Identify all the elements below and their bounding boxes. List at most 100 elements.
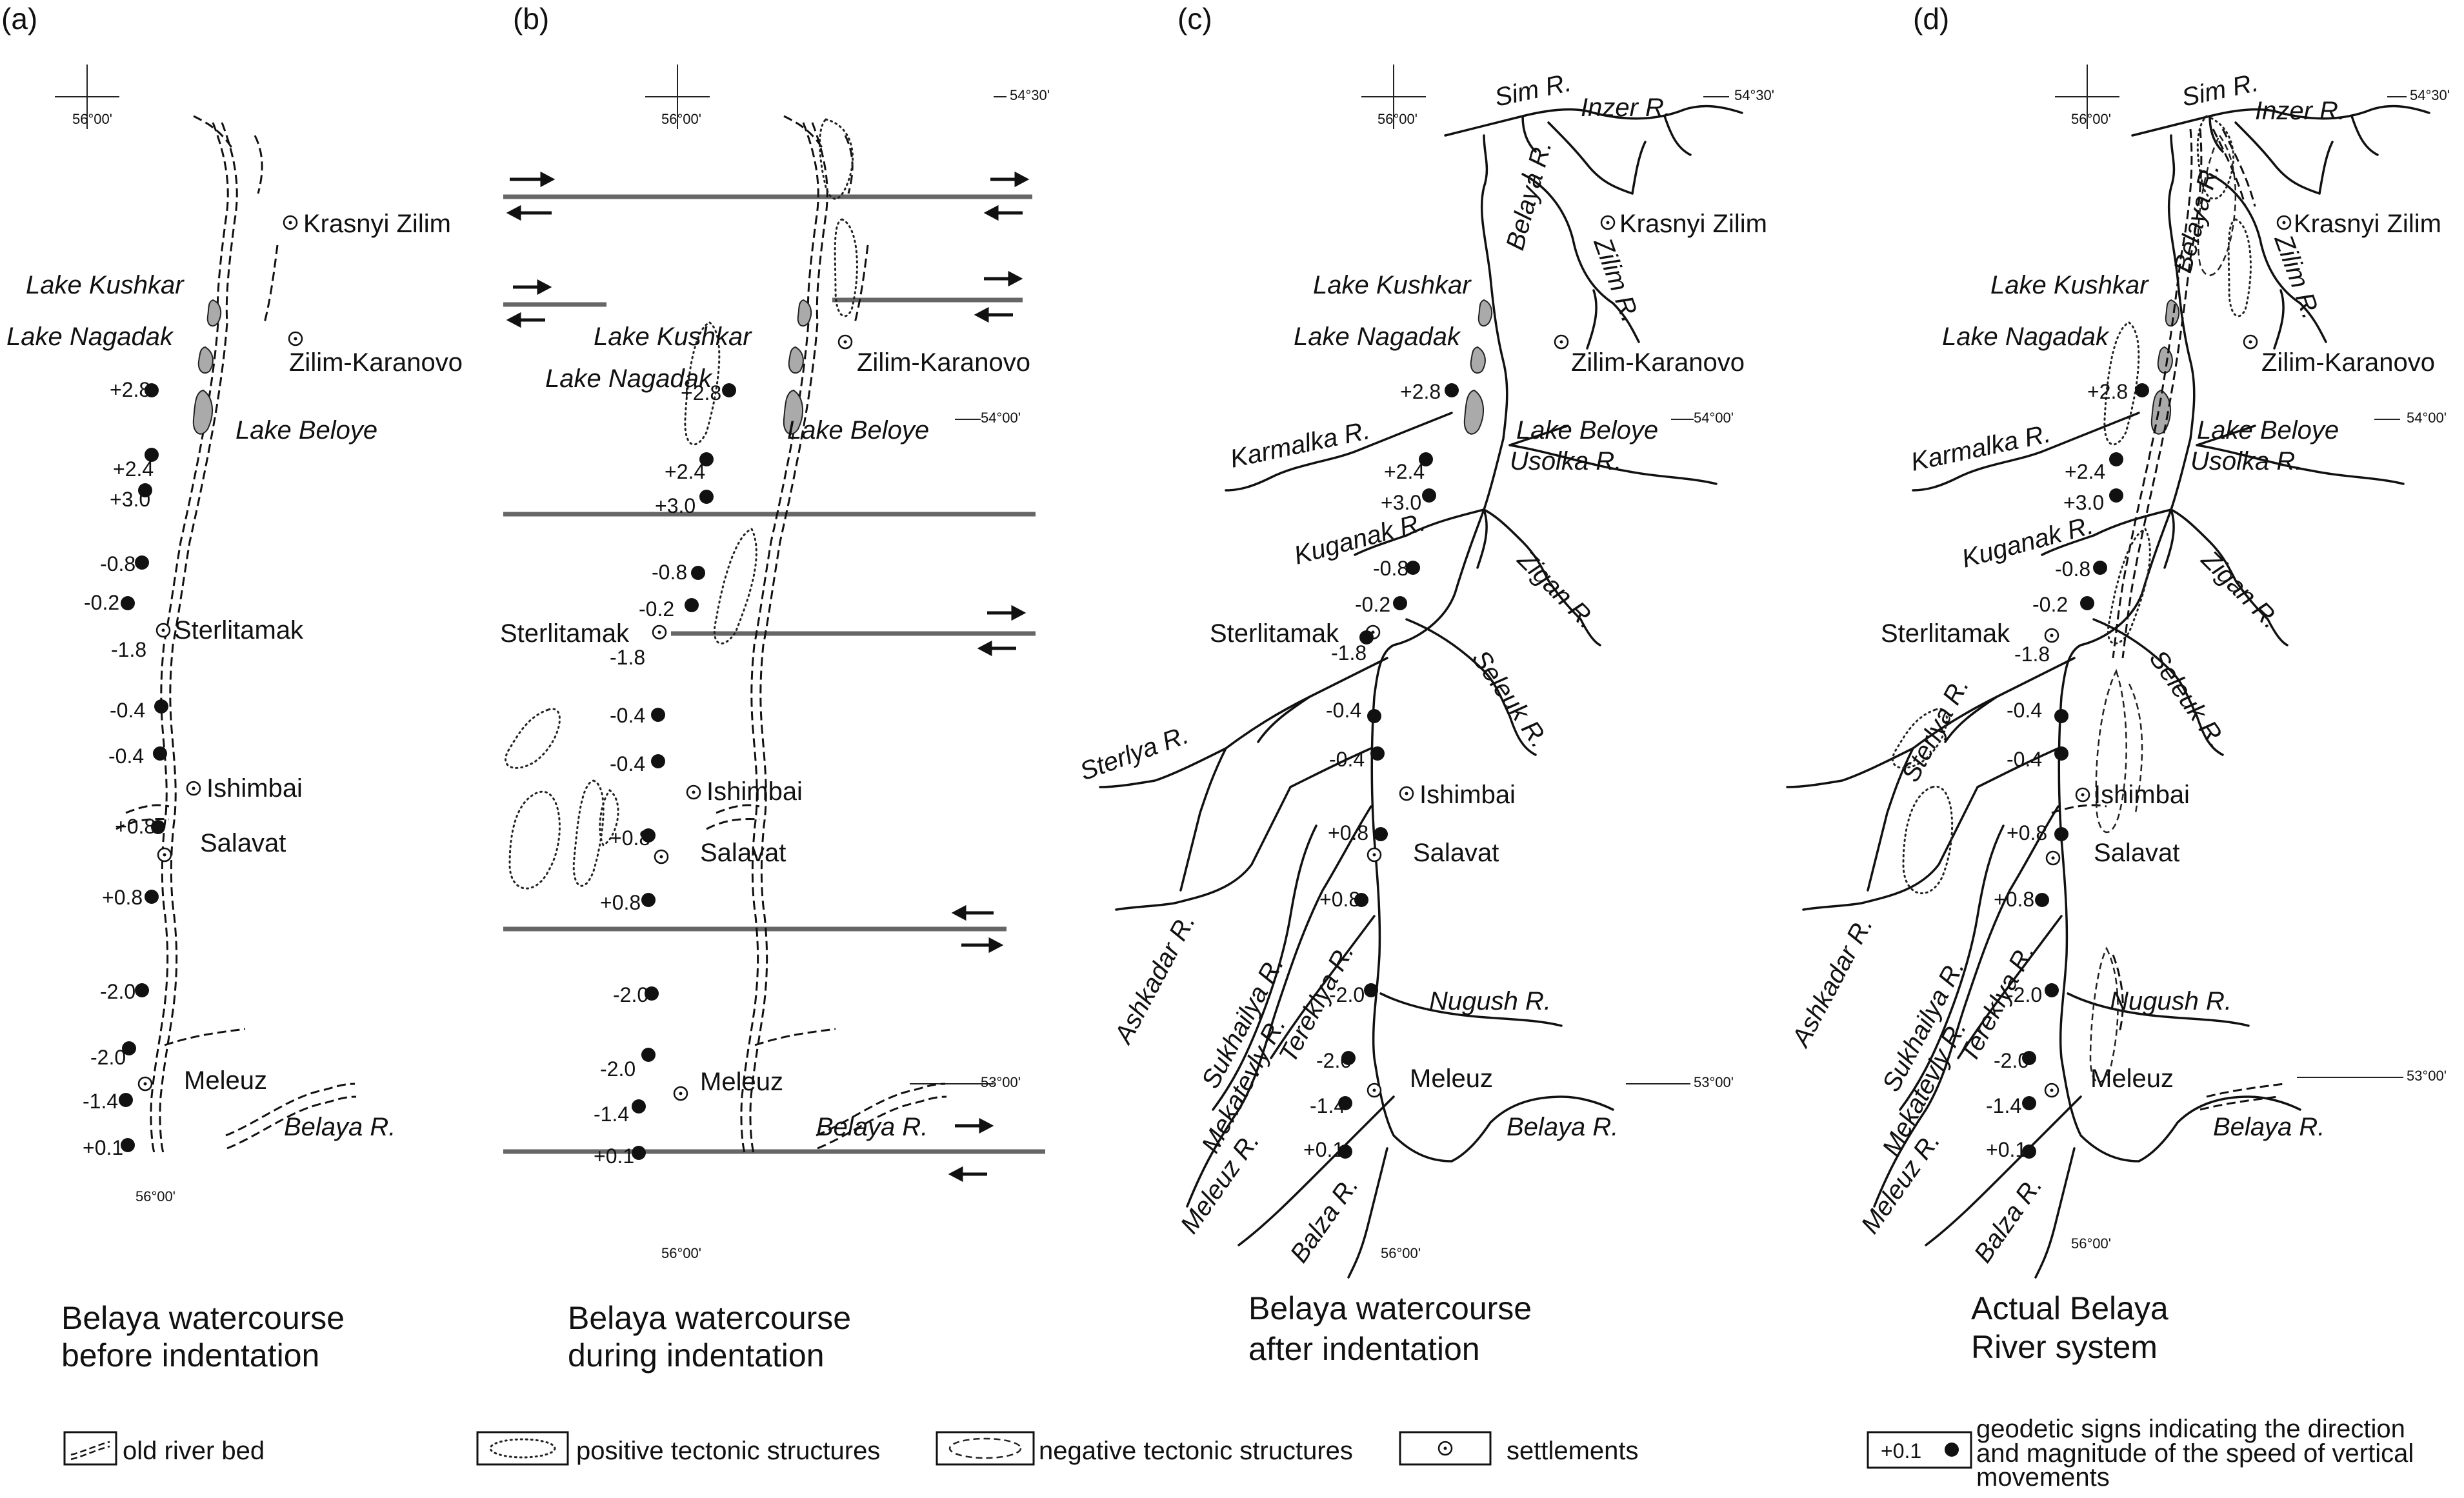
- svg-text:-2.0: -2.0: [1316, 1049, 1352, 1072]
- panel-d: (d) 56°00' 56°00' 54°30' 54°00' 53°00': [1786, 2, 2450, 1365]
- caption-b-line2: during indentation: [568, 1337, 825, 1373]
- settlement-marker: [1600, 215, 1616, 230]
- lake-beloye-label: Lake Beloye: [235, 416, 377, 444]
- settlement-marker: [837, 334, 853, 350]
- lat-label-b-bottom: 53°00': [981, 1074, 1021, 1090]
- settlement-marker: [2044, 1083, 2059, 1098]
- caption-b-line1: Belaya watercourse: [568, 1300, 851, 1336]
- svg-text:-1.4: -1.4: [594, 1103, 629, 1126]
- svg-text:-1.8: -1.8: [2014, 643, 2050, 666]
- lake-nagadak-label: Lake Nagadak: [545, 365, 713, 393]
- river-karmalka-label: Karmalka R.: [1228, 416, 1372, 474]
- river-belaya-label: Belaya R.: [2169, 160, 2225, 275]
- river-sterlya-label: Sterlya R.: [1076, 721, 1192, 786]
- svg-text:+0.8: +0.8: [102, 886, 143, 909]
- river-inzer-label: Inzer R.: [1581, 94, 1671, 122]
- svg-text:-0.8: -0.8: [2055, 557, 2090, 581]
- settlement-marker: [2276, 215, 2292, 230]
- legend-geodetic-sample: +0.1: [1881, 1439, 1921, 1463]
- svg-text:+3.0: +3.0: [110, 488, 150, 511]
- geodetic-signs-c: +2.8 +2.4 +3.0 -0.8 -0.2 -1.8 -0.4 -0.4 …: [1303, 380, 1459, 1161]
- settlement-salavat: Salavat: [2094, 839, 2179, 867]
- svg-text:+2.8: +2.8: [1400, 380, 1441, 403]
- river-sim-label: Sim R.: [2179, 68, 2261, 112]
- svg-text:-0.4: -0.4: [610, 752, 645, 775]
- river-usolka-label: Usolka R.: [2190, 447, 2302, 475]
- panel-a: (a) 56°00' 56°00' Krasnyi Zilim Zilim-Ka…: [1, 2, 463, 1373]
- svg-text:-0.4: -0.4: [1326, 699, 1361, 722]
- settlement-sterlitamak: Sterlitamak: [174, 616, 304, 644]
- svg-text:-2.0: -2.0: [2007, 983, 2042, 1006]
- lat-label-d-bottom: 53°00': [2407, 1068, 2447, 1084]
- legend-geodetic-line3: movements: [1976, 1463, 2110, 1492]
- svg-text:-0.4: -0.4: [1329, 748, 1365, 771]
- svg-text:-2.0: -2.0: [100, 980, 135, 1003]
- settlement-ishimbai: Ishimbai: [1419, 781, 1516, 809]
- movement-arrows-b: [506, 171, 1030, 1183]
- settlement-marker: [654, 849, 669, 864]
- settlement-meleuz: Meleuz: [700, 1068, 783, 1096]
- svg-text:-1.4: -1.4: [83, 1090, 118, 1113]
- svg-text:-1.8: -1.8: [1331, 641, 1367, 664]
- panel-label-c: (c): [1177, 2, 1212, 35]
- settlement-salavat: Salavat: [1413, 839, 1499, 867]
- svg-text:-2.0: -2.0: [613, 983, 648, 1006]
- svg-text:-1.4: -1.4: [1986, 1094, 2021, 1117]
- svg-text:-0.4: -0.4: [610, 704, 645, 727]
- legend: old river bed positive tectonic structur…: [63, 1415, 2414, 1492]
- svg-text:+0.8: +0.8: [1994, 888, 2034, 911]
- settlement-marker: [686, 784, 701, 800]
- settlement-marker: [1554, 334, 1569, 350]
- legend-geodetic-line1: geodetic signs indicating the direction: [1976, 1415, 2405, 1443]
- caption-c-line1: Belaya watercourse: [1248, 1290, 1532, 1326]
- river-zigan-label: Zigan R.: [1512, 545, 1601, 635]
- settlement-ishimbai: Ishimbai: [706, 777, 803, 806]
- river-belaya-label-lower: Belaya R.: [2213, 1113, 2325, 1141]
- settlement-ishimbai: Ishimbai: [2094, 781, 2190, 809]
- settlement-meleuz: Meleuz: [2090, 1064, 2174, 1093]
- river-ashkadar-label: Ashkadar R.: [1786, 912, 1878, 1052]
- svg-text:+3.0: +3.0: [2063, 491, 2104, 514]
- river-nugush-label: Nugush R.: [2110, 987, 2232, 1015]
- negative-structures-d: [2089, 134, 2237, 1083]
- svg-text:-0.4: -0.4: [110, 699, 145, 722]
- settlement-zilim-karanovo: Zilim-Karanovo: [289, 348, 463, 377]
- lake-kushkar-label: Lake Kushkar: [26, 271, 185, 299]
- settlement-salavat: Salavat: [200, 829, 286, 857]
- lake-beloye-label: Lake Beloye: [1516, 416, 1658, 444]
- lon-label-d-top: 56°00': [2071, 111, 2111, 127]
- lakes-d: [2150, 299, 2180, 435]
- settlement-marker: [288, 331, 303, 346]
- svg-text:-0.2: -0.2: [84, 591, 119, 614]
- svg-text:+0.1: +0.1: [1303, 1138, 1344, 1161]
- svg-text:-0.2: -0.2: [2032, 593, 2068, 616]
- positive-structures-b: [505, 118, 858, 890]
- settlement-meleuz: Meleuz: [1410, 1064, 1493, 1093]
- geodetic-signs-a: +2.8 +2.4 +3.0 -0.8 -0.2 -1.8 -0.4 -0.4 …: [83, 378, 168, 1159]
- caption-d-line1: Actual Belaya: [1971, 1290, 2169, 1326]
- panel-label-b: (b): [513, 2, 549, 35]
- panel-label-d: (d): [1913, 2, 1949, 35]
- svg-text:-2.0: -2.0: [1329, 983, 1365, 1006]
- svg-text:+2.8: +2.8: [681, 381, 721, 404]
- settlement-krasnyi-zilim: Krasnyi Zilim: [2294, 210, 2441, 238]
- river-sterlya-label: Sterlya R.: [1896, 674, 1974, 787]
- settlement-marker: [673, 1086, 688, 1101]
- legend-old-river-bed: old river bed: [63, 1431, 265, 1466]
- legend-negative-label: negative tectonic structures: [1039, 1437, 1353, 1465]
- settlement-salavat: Salavat: [700, 839, 786, 867]
- lake-kushkar-label: Lake Kushkar: [1313, 271, 1472, 299]
- svg-text:+2.4: +2.4: [1384, 460, 1425, 483]
- svg-text:-1.8: -1.8: [610, 646, 645, 669]
- svg-text:+2.4: +2.4: [2065, 460, 2105, 483]
- legend-positive-label: positive tectonic structures: [576, 1437, 880, 1465]
- legend-settlements: settlements: [1399, 1431, 1639, 1466]
- settlement-sterlitamak: Sterlitamak: [1210, 619, 1339, 648]
- svg-text:-0.8: -0.8: [100, 552, 135, 575]
- lat-label-d-top: 54°30': [2410, 87, 2450, 103]
- caption-d-line2: River system: [1971, 1329, 2158, 1365]
- lat-label-c-mid: 54°00': [1694, 410, 1734, 426]
- svg-text:-1.8: -1.8: [111, 638, 146, 661]
- svg-text:-2.0: -2.0: [600, 1057, 636, 1081]
- settlement-krasnyi-zilim: Krasnyi Zilim: [1619, 210, 1767, 238]
